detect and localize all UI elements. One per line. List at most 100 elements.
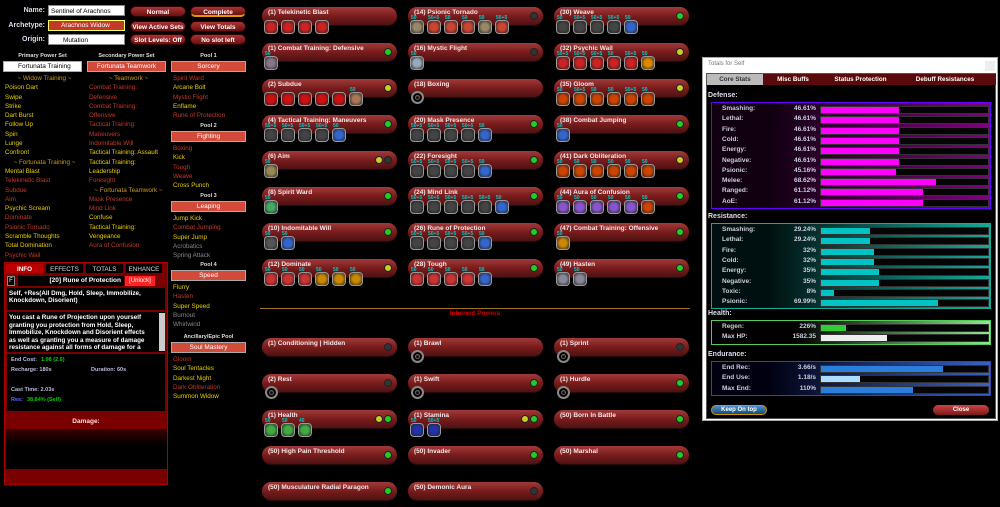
power-item-cross-punch[interactable]: Cross Punch xyxy=(173,182,210,190)
power-slot-38-combat-jumping[interactable]: (38) Combat Jumping xyxy=(554,115,689,133)
power-slot-50-born-in-battle[interactable]: (50) Born In Battle xyxy=(554,410,689,428)
enhancement-icon[interactable]: 50 xyxy=(556,267,570,286)
enhancement-icon[interactable] xyxy=(332,92,346,106)
enhancement-icon[interactable]: 50 xyxy=(478,15,492,34)
power-item-mask-presence[interactable]: Mask Presence xyxy=(89,195,133,203)
power-item-soul-tentacles[interactable]: Soul Tentacles xyxy=(173,365,214,373)
enhancement-icon[interactable]: 50+5 xyxy=(461,123,475,142)
yellow-status-icon[interactable] xyxy=(384,84,392,92)
enhancement-icon[interactable]: 50+5 xyxy=(624,51,638,70)
power-slot-1-conditioning-hidden[interactable]: (1) Conditioning | Hidden xyxy=(262,338,397,356)
power-slot-20-mask-presence[interactable]: (20) Mask Presence xyxy=(408,115,543,133)
grey-status-icon[interactable] xyxy=(530,487,538,495)
enhancement-icon[interactable]: 50 xyxy=(624,195,638,214)
green-status-icon[interactable] xyxy=(676,451,684,459)
enhancement-icon[interactable]: 50 xyxy=(349,267,363,286)
enhancement-icon[interactable] xyxy=(315,20,329,34)
enhancement-icon[interactable]: 50 xyxy=(281,267,295,286)
enhancement-icon[interactable]: 50 xyxy=(264,51,278,70)
enhancement-icon[interactable]: 50+5 xyxy=(410,195,424,214)
tab-core-stats[interactable]: Core Stats xyxy=(707,74,763,85)
power-item-arcane-bolt[interactable]: Arcane Bolt xyxy=(173,84,206,92)
power-item-psionic-tornado[interactable]: Psionic Tornado xyxy=(5,223,50,231)
empty-slot-icon[interactable] xyxy=(411,350,424,363)
grey-status-icon[interactable] xyxy=(384,343,392,351)
set-select-leaping[interactable]: Leaping xyxy=(171,201,246,212)
enhancement-icon[interactable]: 50 xyxy=(315,267,329,286)
enhancement-icon[interactable]: 50 xyxy=(332,267,346,286)
green-status-icon[interactable] xyxy=(530,451,538,459)
enhancement-icon[interactable]: 50+5 xyxy=(427,15,441,34)
empty-slot-icon[interactable] xyxy=(411,91,424,104)
enhancement-icon[interactable]: 50 xyxy=(573,195,587,214)
power-item-weave[interactable]: Weave xyxy=(173,172,193,180)
green-status-icon[interactable] xyxy=(676,415,684,423)
power-item-offensive[interactable]: Offensive xyxy=(89,112,116,120)
power-slot-41-dark-obliteration[interactable]: (41) Dark Obliteration xyxy=(554,151,689,169)
power-item-telekinetic-blast[interactable]: Telekinetic Blast xyxy=(5,177,51,185)
enhancement-icon[interactable]: 50+5 xyxy=(410,123,424,142)
power-item-darkest-night[interactable]: Darkest Night xyxy=(173,374,212,382)
power-item-follow-up[interactable]: Follow Up xyxy=(5,121,33,129)
enhancement-icon[interactable]: 50 xyxy=(590,159,604,178)
power-item-spirit-ward[interactable]: Spirit Ward xyxy=(173,75,204,82)
power-item-super-jump[interactable]: Super Jump xyxy=(173,233,207,241)
power-item-tactical-training[interactable]: Tactical Training: xyxy=(89,158,136,166)
enhancement-icon[interactable]: 50 xyxy=(573,267,587,286)
power-item-strike[interactable]: Strike xyxy=(5,102,22,110)
power-item-foresight[interactable]: Foresight xyxy=(89,177,116,185)
no-slot-left-button[interactable]: No slot left xyxy=(190,34,246,45)
power-slot-16-mystic-flight[interactable]: (16) Mystic Flight xyxy=(408,43,543,61)
enhancement-icon[interactable]: 50 xyxy=(573,159,587,178)
green-status-icon[interactable] xyxy=(384,120,392,128)
enhancement-icon[interactable]: 50 xyxy=(556,87,570,106)
power-item-aura-of-confusion[interactable]: Aura of Confusion xyxy=(89,242,140,250)
power-slot-1-swift[interactable]: (1) Swift xyxy=(408,374,543,392)
enhancement-icon[interactable]: 50 xyxy=(495,195,509,214)
power-item-psychic-wail[interactable]: Psychic Wail xyxy=(5,251,41,259)
green-status-icon[interactable] xyxy=(676,379,684,387)
green-status-icon[interactable] xyxy=(530,156,538,164)
power-item-confront[interactable]: Confront xyxy=(5,149,30,157)
power-slot-6-aim[interactable]: (6) Aim xyxy=(262,151,397,169)
enhancement-icon[interactable]: 50+5 xyxy=(410,159,424,178)
enhancement-icon[interactable]: 50+5 xyxy=(607,15,621,34)
enhancement-icon[interactable]: 50 xyxy=(641,159,655,178)
grey-status-icon[interactable] xyxy=(676,343,684,351)
power-item-enflame[interactable]: Enflame xyxy=(173,102,197,110)
power-item-combat-jumping[interactable]: Combat Jumping xyxy=(173,224,221,232)
enhancement-icon[interactable]: 50+5 xyxy=(315,123,329,142)
enhancement-icon[interactable]: 50 xyxy=(349,87,363,106)
enhancement-icon[interactable]: 50+5 xyxy=(461,195,475,214)
enhancement-icon[interactable]: 50+5 xyxy=(590,15,604,34)
power-item-mind-link[interactable]: Mind Link xyxy=(89,205,116,213)
power-item-indomitable-will[interactable]: Indomitable Will xyxy=(89,140,134,148)
power-slot-1-health[interactable]: (1) Health xyxy=(262,410,397,428)
power-item-tactical-training-assault[interactable]: Tactical Training: Assault xyxy=(89,149,158,157)
power-slot-22-foresight[interactable]: (22) Foresight xyxy=(408,151,543,169)
grey-status-icon[interactable] xyxy=(530,48,538,56)
enhancement-icon[interactable]: 50+5 xyxy=(427,418,441,437)
power-item-total-domination[interactable]: Total Domination xyxy=(5,242,52,250)
enhancement-icon[interactable]: 50+5 xyxy=(461,231,475,250)
power-slot-2-subdue[interactable]: (2) Subdue xyxy=(262,79,397,97)
origin-select[interactable]: Mutation xyxy=(48,34,125,45)
power-item-defensive[interactable]: Defensive xyxy=(89,93,118,101)
power-slot-1-combat-training-defensive[interactable]: (1) Combat Training: Defensive xyxy=(262,43,397,61)
enhancement-icon[interactable]: 50+5 xyxy=(624,87,638,106)
enhancement-icon[interactable]: 50 xyxy=(607,87,621,106)
green-status-icon[interactable] xyxy=(530,228,538,236)
power-slot-44-aura-of-confusion[interactable]: (44) Aura of Confusion xyxy=(554,187,689,205)
power-item-jump-kick[interactable]: Jump Kick xyxy=(173,215,203,222)
enhancement-icon[interactable]: 50 xyxy=(624,159,638,178)
enhancement-icon[interactable]: 50 xyxy=(264,267,278,286)
power-item-summon-widow[interactable]: Summon Widow xyxy=(173,393,219,401)
power-item-tough[interactable]: Tough xyxy=(173,163,191,171)
power-item-flurry[interactable]: Flurry xyxy=(173,284,190,291)
enhancement-icon[interactable]: 50+5 xyxy=(410,231,424,250)
power-slot-50-marshal[interactable]: (50) Marshal xyxy=(554,446,689,464)
green-status-icon[interactable] xyxy=(676,264,684,272)
power-slot-26-rune-of-protection[interactable]: (26) Rune of Protection xyxy=(408,223,543,241)
power-item-kick[interactable]: Kick xyxy=(173,154,185,162)
green-status-icon[interactable] xyxy=(530,415,538,423)
